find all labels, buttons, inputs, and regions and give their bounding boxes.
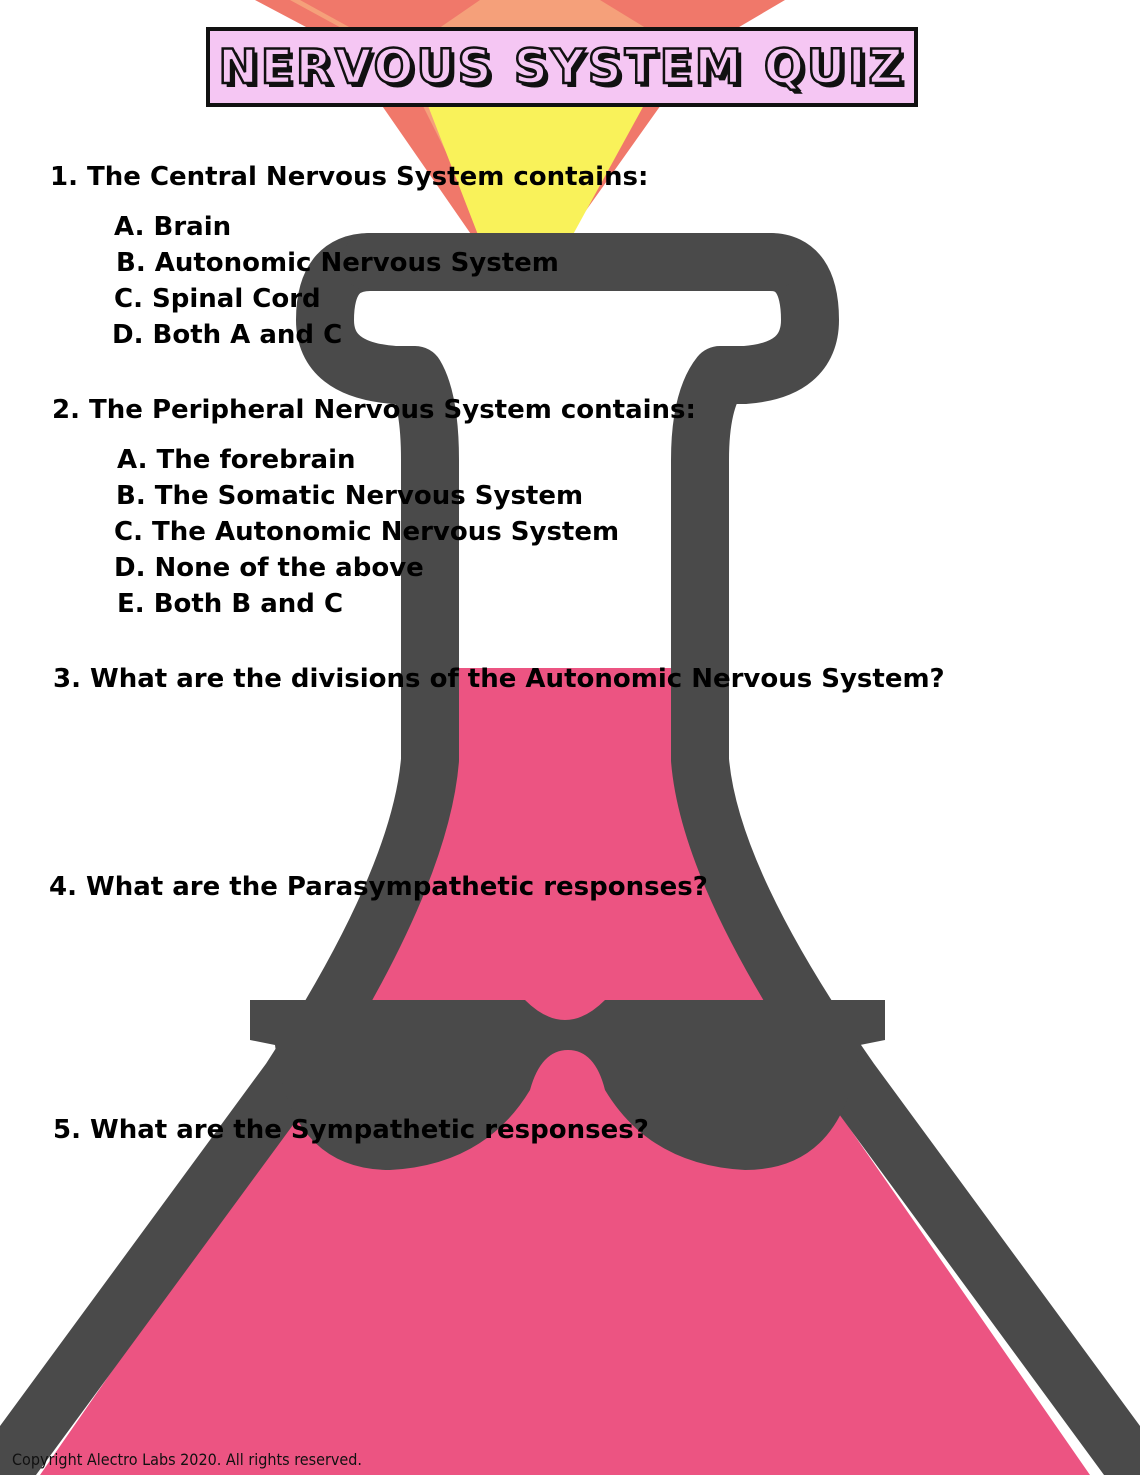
q2-option-d: D. None of the above [114,553,424,583]
question-5: 5. What are the Sympathetic responses? [53,1115,649,1145]
q1-option-a: A. Brain [114,212,232,242]
question-4: 4. What are the Parasympathetic response… [49,872,708,902]
flask-outline [0,233,459,1475]
page-title: NERVOUS SYSTEM QUIZ [217,38,906,96]
q2-option-b: B. The Somatic Nervous System [116,481,584,511]
q1-option-b: B. Autonomic Nervous System [116,248,559,278]
copyright-text: Copyright Alectro Labs 2020. All rights … [12,1450,362,1469]
flask-outline-right [671,233,1140,1475]
q1-option-d: D. Both A and C [112,320,343,350]
liquid-fill [40,668,1090,1475]
q2-option-e: E. Both B and C [117,589,344,619]
q1-option-c: C. Spinal Cord [114,284,321,314]
sunglasses-icon [250,1000,885,1170]
question-3: 3. What are the divisions of the Autonom… [53,664,945,694]
title-box: NERVOUS SYSTEM QUIZ [206,27,918,107]
q2-option-a: A. The forebrain [117,445,356,475]
question-1: 1. The Central Nervous System contains: [50,162,649,192]
q2-option-c: C. The Autonomic Nervous System [114,517,620,547]
question-2: 2. The Peripheral Nervous System contain… [52,395,696,425]
